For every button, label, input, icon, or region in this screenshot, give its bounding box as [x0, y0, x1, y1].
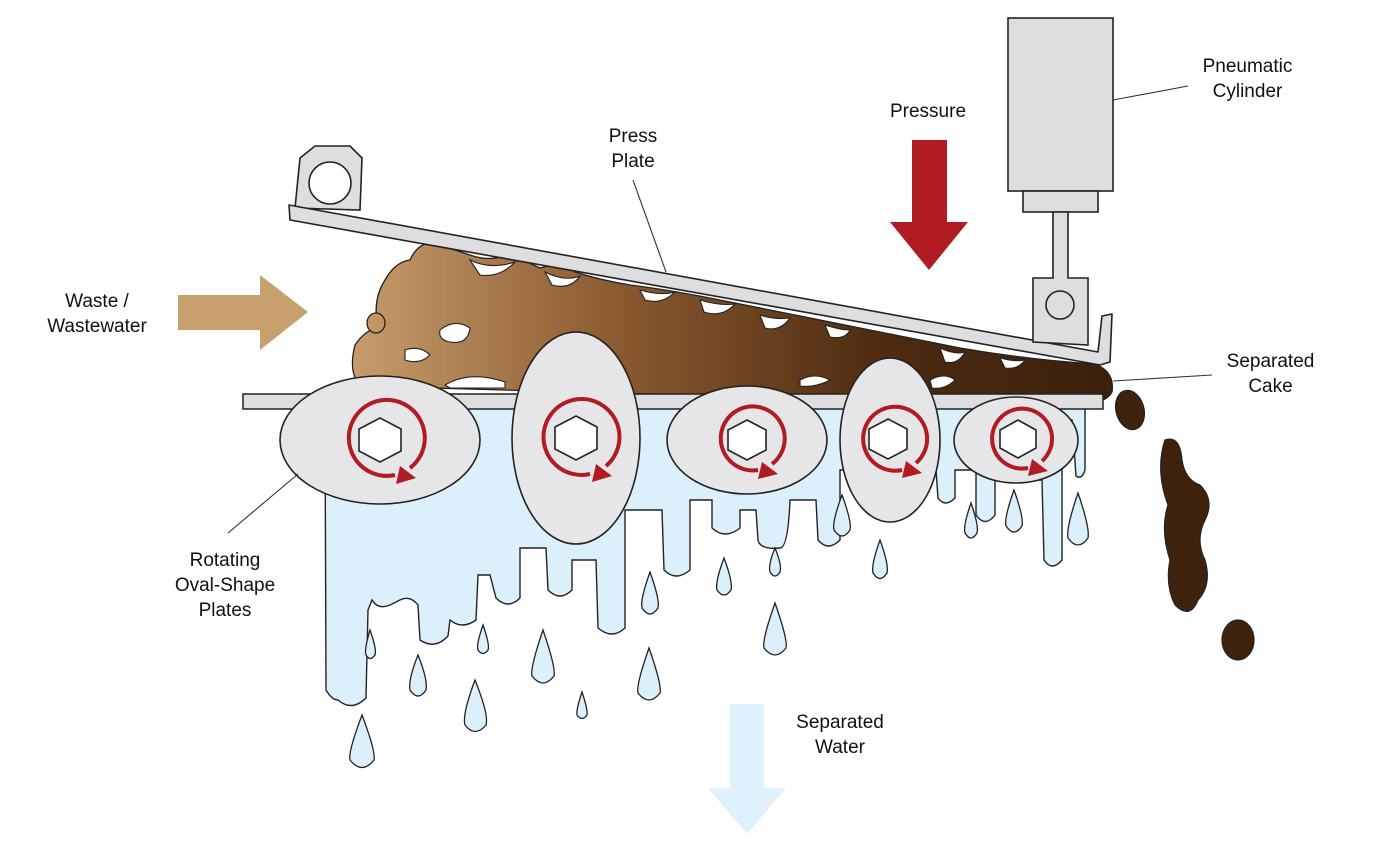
- rotation-arrow-icon: [990, 406, 1054, 471]
- oval-plate-2: [511, 331, 641, 545]
- press-plate: [288, 145, 1113, 366]
- hex-shaft-icon: [999, 419, 1037, 459]
- sludge-voids: [404, 258, 1027, 389]
- water-drops: [349, 488, 1089, 769]
- pneumatic-cylinder: [1007, 17, 1114, 346]
- rotation-arrow-icon: [541, 396, 622, 477]
- label-separated-cake: Separated Cake: [1226, 351, 1315, 397]
- separated-cake-pieces: [1114, 389, 1255, 661]
- label-press-plate: Press Plate: [608, 126, 658, 172]
- hex-shaft-icon: [358, 417, 402, 463]
- waste-inflow-arrow: [178, 275, 308, 350]
- rotating-oval-plates: [279, 331, 1079, 545]
- label-pneumatic-cylinder: Pneumatic Cylinder: [1202, 56, 1293, 102]
- oval-plate-3: [666, 385, 828, 495]
- pressure-arrow: [890, 140, 968, 270]
- hex-shaft-icon: [554, 415, 598, 461]
- rotation-arrow-icon: [718, 404, 787, 473]
- water-outflow-arrow: [708, 704, 786, 834]
- leader-lines: [227, 85, 1213, 534]
- label-pressure: Pressure: [889, 101, 967, 122]
- oval-plate-1: [279, 375, 481, 505]
- hex-shaft-icon: [727, 419, 767, 461]
- label-separated-water: Separated Water: [796, 712, 884, 758]
- separated-water-curtain: [324, 407, 1086, 707]
- rotation-arrow-icon: [861, 404, 930, 473]
- label-waste-wastewater: Waste / Wastewater: [47, 291, 147, 337]
- rotation-arrow-icon: [346, 397, 427, 478]
- hex-shaft-icon: [868, 418, 908, 460]
- oval-plate-5: [953, 396, 1079, 484]
- oval-plate-4: [839, 357, 941, 523]
- label-rotating-oval-shape-plates: Rotating Oval-Shape Plates: [174, 550, 276, 621]
